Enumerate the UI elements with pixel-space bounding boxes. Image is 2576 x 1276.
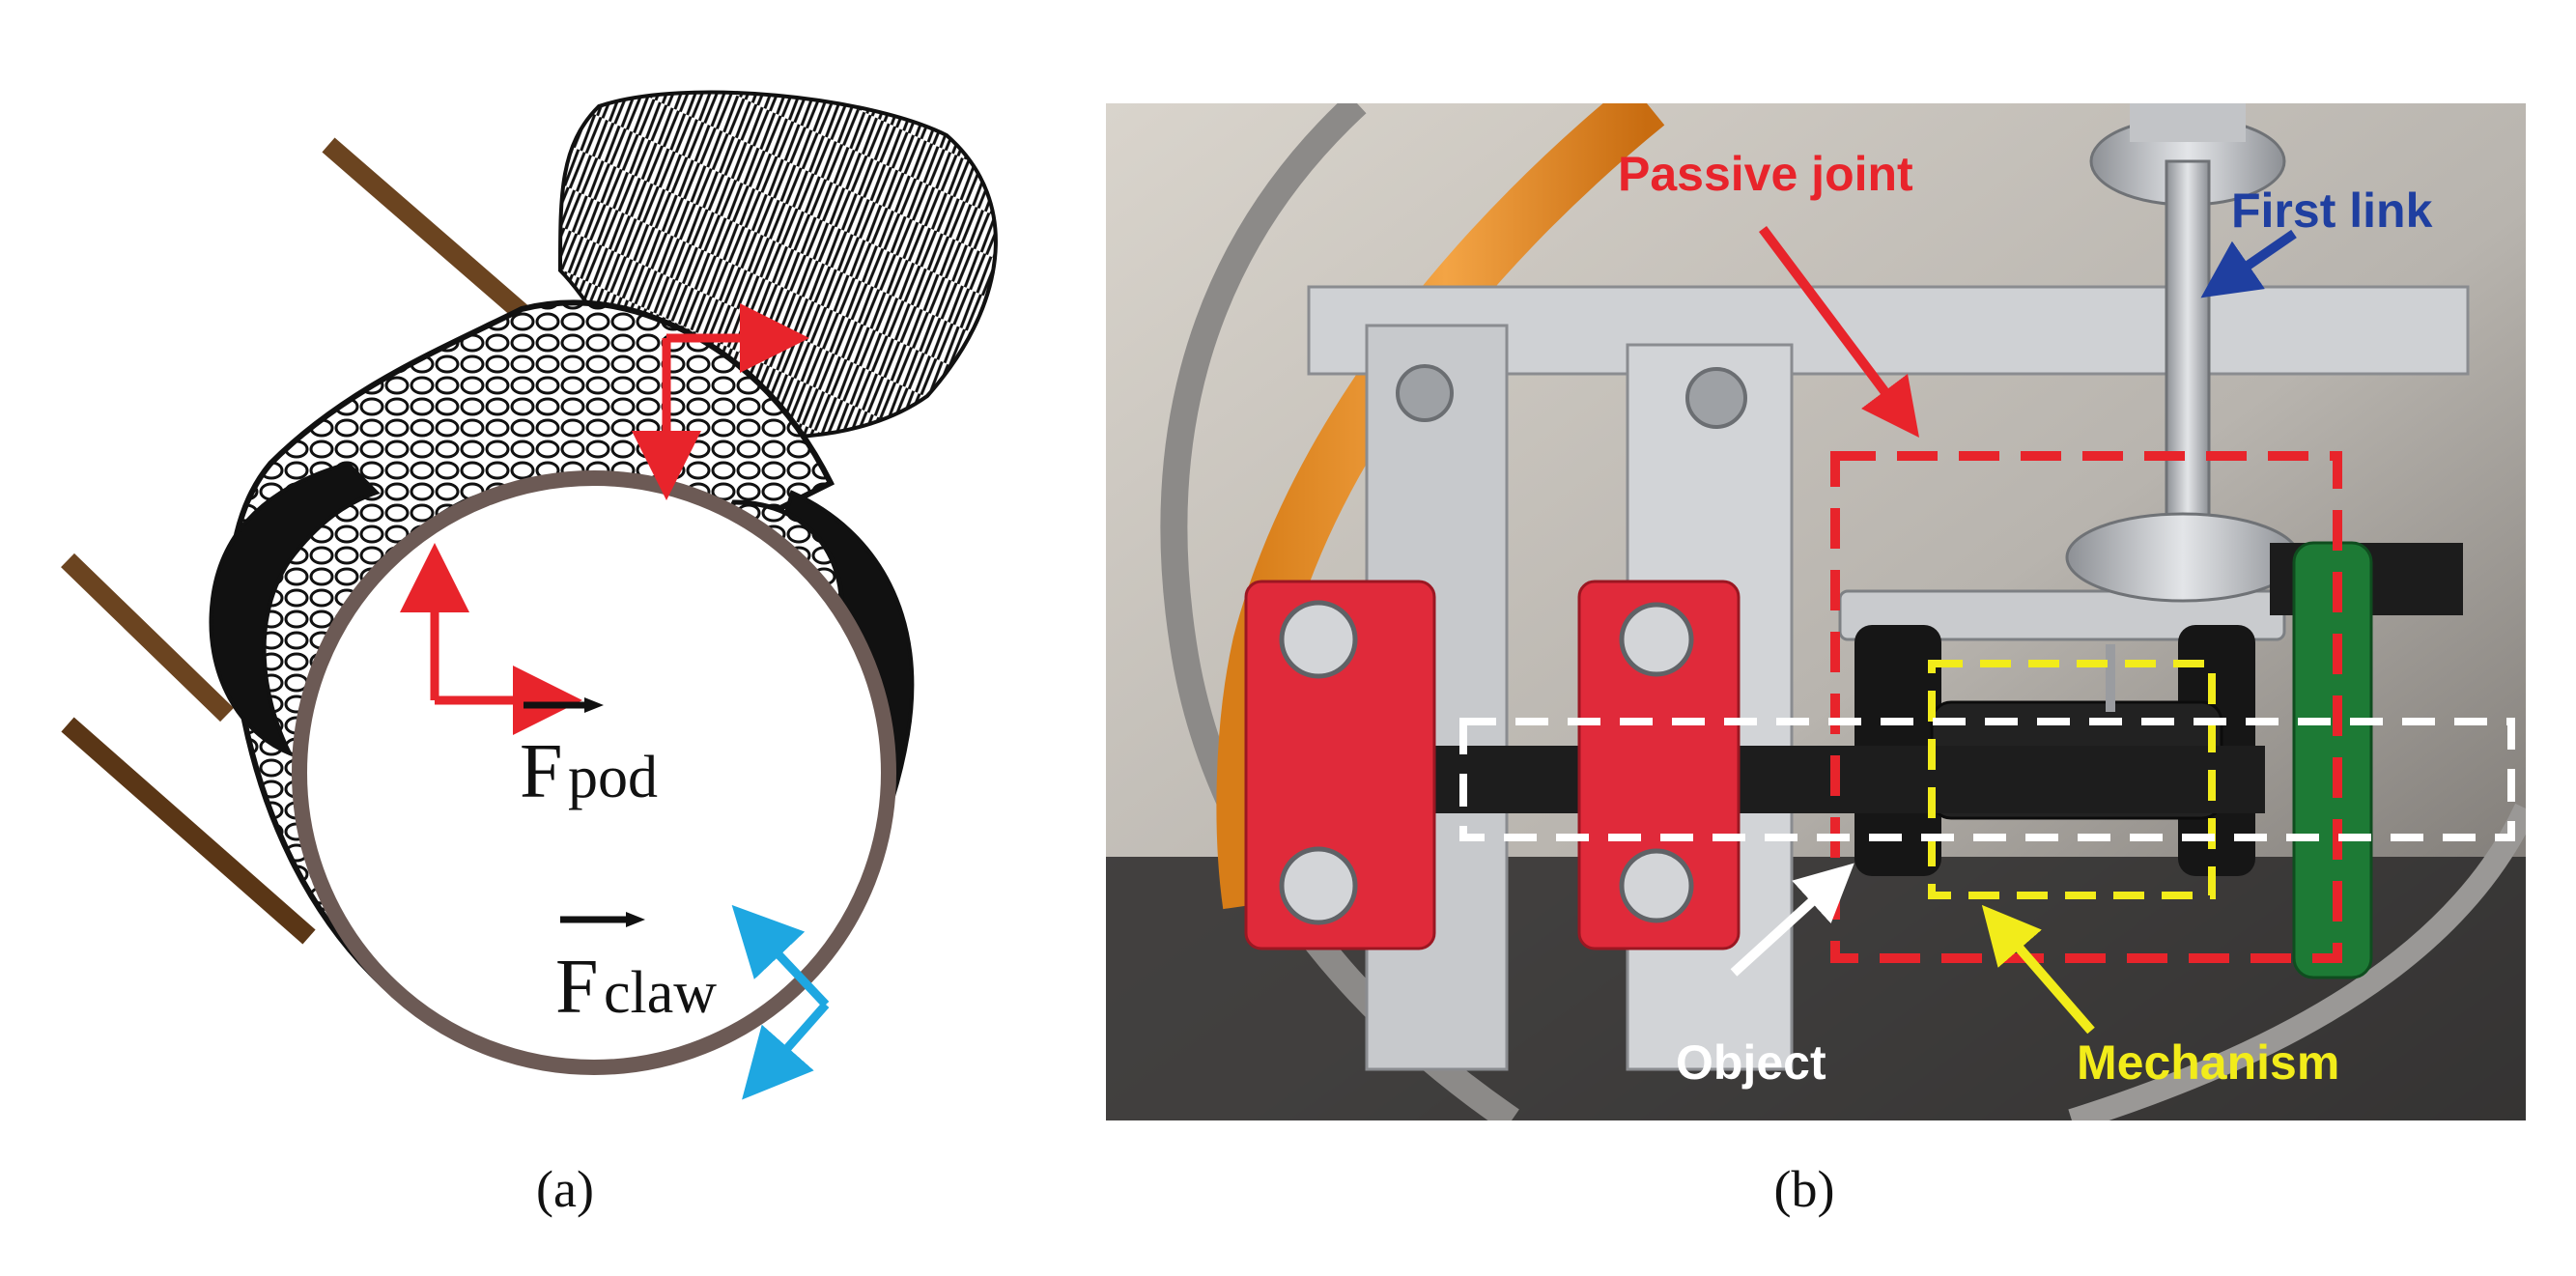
f-pod-subscript: pod (568, 745, 658, 810)
ribbon-cable (1216, 103, 1665, 910)
label-object: Object (1676, 1035, 1826, 1090)
mechanism-box (1928, 660, 2216, 899)
panel-a-illustration: F pod F claw (61, 90, 998, 1100)
caption-a: (a) (536, 1160, 594, 1218)
label-f-pod: F pod (520, 697, 658, 814)
grey-cable (1160, 103, 1519, 1120)
perch-stick-middle (61, 553, 234, 723)
perch-stick-bottom (61, 717, 316, 945)
panel-b-photo: Passive joint First link Object Mechanis… (1106, 103, 2526, 1120)
first-link-shaft (2165, 159, 2211, 530)
claw-force-arrows (731, 904, 830, 1100)
object-arrow (1730, 863, 1854, 977)
red-clamp-right (1577, 580, 1741, 950)
label-mechanism: Mechanism (2077, 1035, 2339, 1090)
passive-joint-box (1830, 451, 2342, 963)
label-first-link: First link (2231, 184, 2433, 238)
object-box (1459, 718, 2515, 841)
mechanism-arrow (1981, 904, 2095, 1035)
f-claw-subscript: claw (604, 960, 717, 1026)
pod-force-arrows (400, 303, 809, 735)
first-link-arrow (2200, 229, 2297, 298)
f-claw-symbol: F (555, 945, 599, 1030)
caption-b: (b) (1773, 1160, 1835, 1218)
passive-joint-arrow (1759, 226, 1919, 438)
label-f-claw: F claw (555, 912, 717, 1030)
f-pod-symbol: F (520, 729, 563, 814)
bird-claw-back (209, 461, 381, 757)
label-passive-joint: Passive joint (1618, 147, 1913, 201)
